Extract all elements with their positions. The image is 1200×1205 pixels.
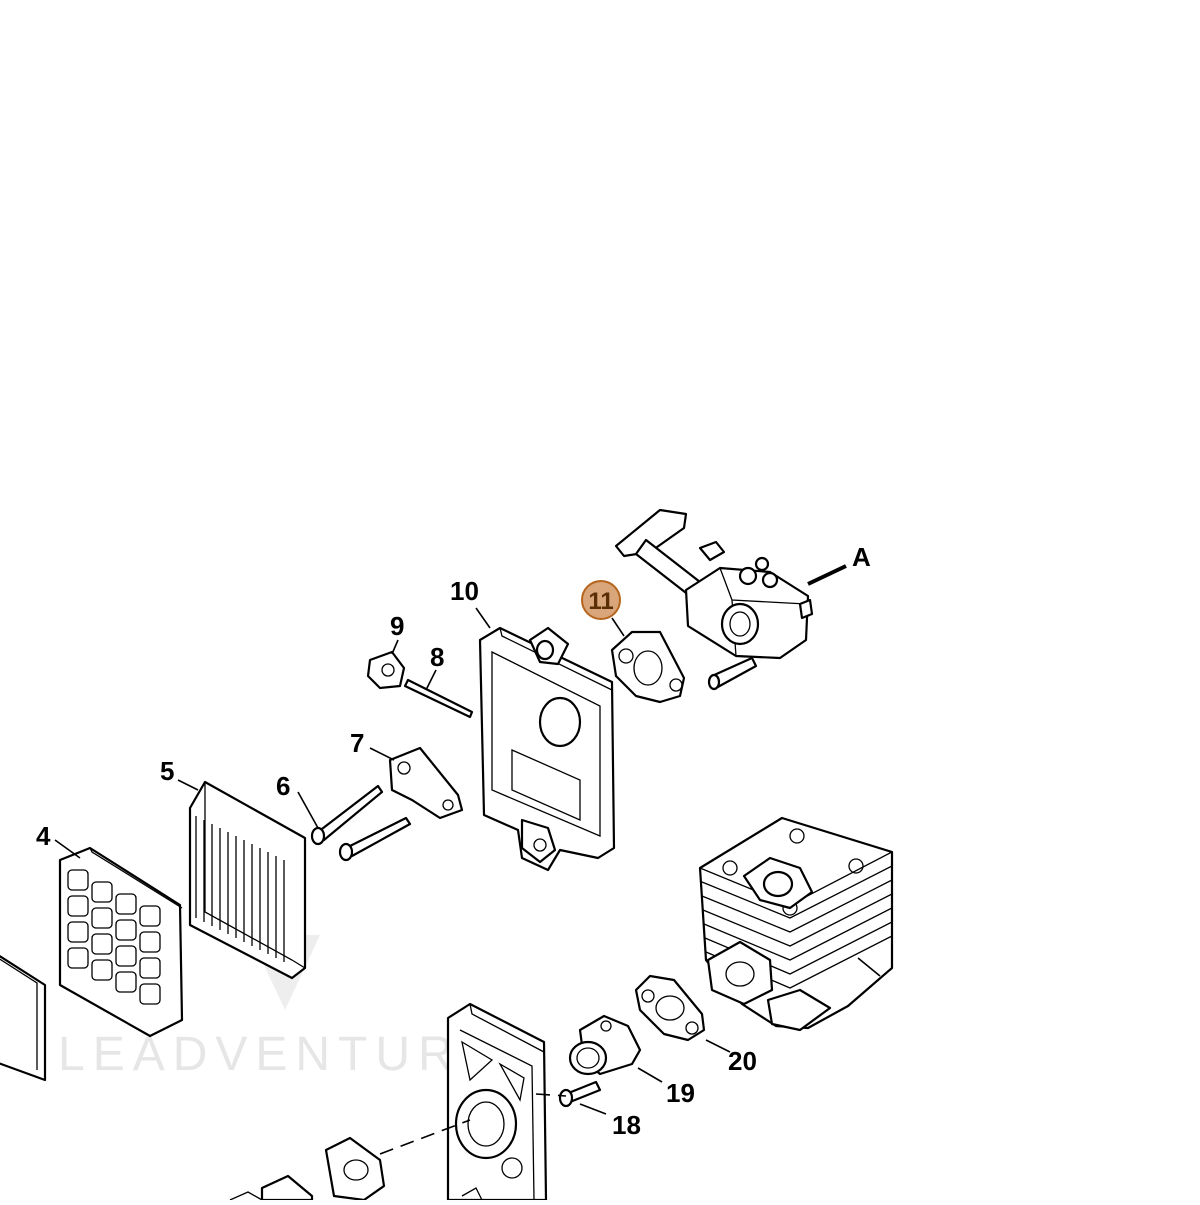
label-part-6: 6 bbox=[276, 771, 290, 801]
part-4-filter-cover[interactable]: 4 bbox=[36, 821, 184, 1038]
label-part-8: 8 bbox=[430, 642, 444, 672]
label-part-9: 9 bbox=[390, 611, 404, 641]
cylinder bbox=[698, 816, 894, 1032]
label-part-4: 4 bbox=[36, 821, 51, 851]
label-part-19: 19 bbox=[666, 1078, 695, 1108]
part-7-bracket[interactable]: 7 bbox=[350, 728, 464, 820]
part-20-gasket[interactable]: 20 bbox=[634, 974, 757, 1076]
callout-11-circle bbox=[581, 580, 621, 620]
label-part-10: 10 bbox=[450, 576, 479, 606]
part-18-screw[interactable]: 18 bbox=[558, 1080, 641, 1140]
watermark-text: LEADVENTURE bbox=[58, 1028, 501, 1081]
label-part-11: 11 bbox=[588, 588, 613, 615]
part-5-filter-element[interactable]: 5 bbox=[160, 756, 307, 980]
label-part-18: 18 bbox=[612, 1110, 641, 1140]
part-8-rod[interactable]: 8 bbox=[403, 642, 474, 719]
label-part-A: A bbox=[852, 542, 871, 572]
lower-left-parts bbox=[229, 1136, 483, 1202]
part-19-intake-manifold[interactable]: 19 bbox=[568, 1014, 695, 1108]
part-A-carburetor[interactable]: A bbox=[614, 508, 871, 691]
label-part-7: 7 bbox=[350, 728, 364, 758]
lower-housing bbox=[379, 1002, 567, 1202]
part-11-gasket[interactable]: 11 bbox=[581, 580, 686, 704]
label-part-5: 5 bbox=[160, 756, 174, 786]
part-10-filter-base[interactable]: 10 bbox=[450, 576, 616, 872]
callout-11-badge[interactable]: 11 bbox=[581, 580, 621, 620]
partial-cover-left bbox=[0, 955, 47, 1082]
part-9-fitting[interactable]: 9 bbox=[366, 611, 406, 690]
part-6-screws[interactable]: 6 bbox=[276, 771, 412, 862]
label-part-20: 20 bbox=[728, 1046, 757, 1076]
